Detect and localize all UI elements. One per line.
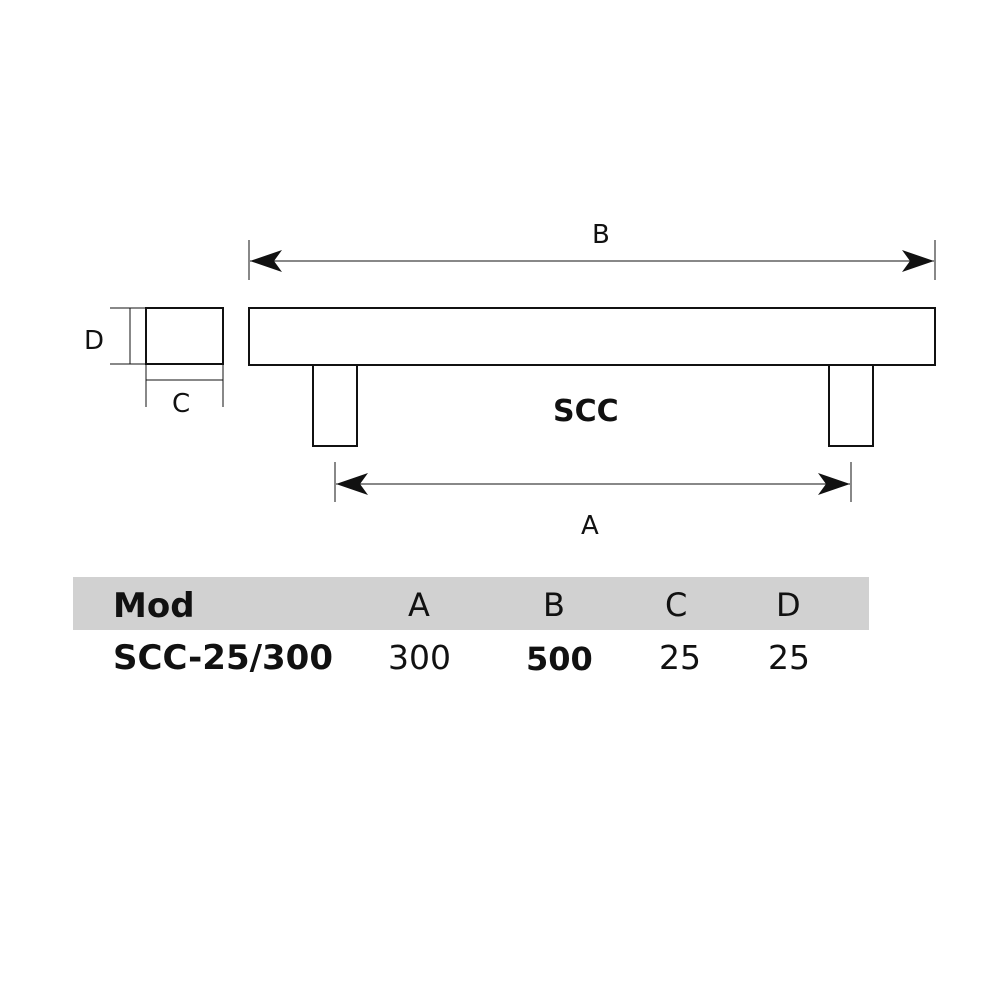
cell-model: SCC-25/300 — [113, 638, 333, 678]
right-leg — [828, 364, 874, 447]
table-header-bg — [73, 577, 869, 630]
cell-c: 25 — [659, 638, 701, 677]
label-a: A — [581, 511, 599, 541]
handle-bar — [248, 307, 936, 366]
header-a: A — [408, 586, 430, 624]
model-label: SCC — [553, 394, 619, 429]
header-d: D — [776, 586, 801, 624]
header-mod: Mod — [113, 586, 195, 626]
label-d: D — [84, 326, 105, 356]
header-c: C — [665, 586, 688, 624]
cell-b: 500 — [526, 640, 593, 678]
label-c: C — [172, 389, 191, 419]
left-leg — [312, 364, 358, 447]
label-b: B — [592, 220, 610, 250]
header-b: B — [543, 586, 565, 624]
cell-a: 300 — [388, 638, 451, 677]
cross-section — [145, 307, 224, 365]
arrowheads — [250, 250, 934, 495]
cell-d: 25 — [768, 638, 810, 677]
